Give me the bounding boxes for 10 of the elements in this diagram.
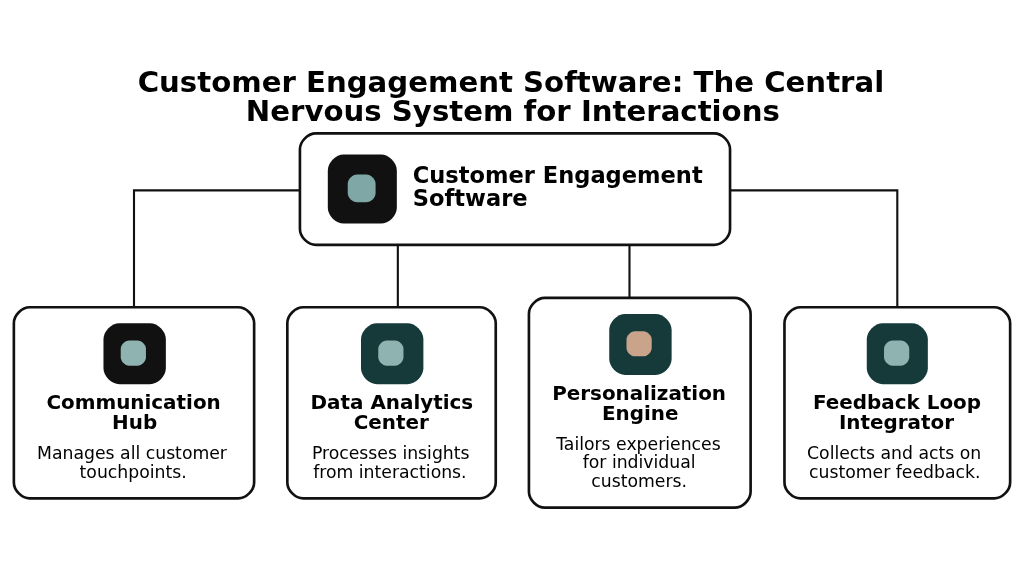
connector xyxy=(132,189,300,308)
node-box: Communication Hub Manages all customer touchpoints. xyxy=(12,305,256,500)
node-box: Feedback Loop Integrator Collects and acts on customer feedback. xyxy=(783,305,1012,500)
diagram-title: Customer Engagement Software: The Central Nervous System for Interactions xyxy=(137,64,885,128)
connector xyxy=(396,245,399,307)
node-box: Data Analytics Center Processes insights from interactions. xyxy=(286,305,498,500)
node-box: Customer Engagement Software xyxy=(298,132,732,247)
node-box: Personalization Engine Tailors experiences for individual customers. xyxy=(527,296,752,509)
connector xyxy=(730,189,899,308)
connector xyxy=(628,245,631,298)
